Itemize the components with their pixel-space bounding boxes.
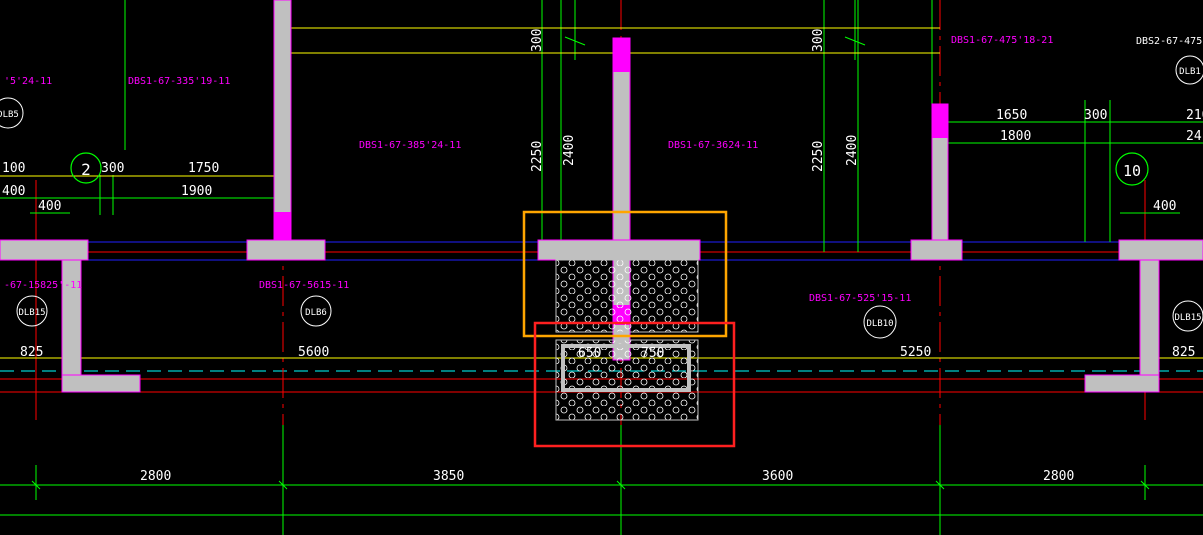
vertical-dimension-texts: 300 300 2250 2400 2250 2400 [530,29,860,172]
beam-label-3: DBS1-67-3624-11 [668,140,758,151]
dim-825-b: 825 [1172,345,1195,360]
wall-col-left [61,259,82,376]
axis-bubble-10[interactable]: 10 [1115,152,1149,186]
dim-400-c: 400 [1153,199,1176,214]
beam-label-5: DBS2-67-475 [1136,36,1202,47]
tag-dlb6: DLB6 [305,308,327,318]
dim-2800-b: 2800 [1043,469,1074,484]
dim-825-a: 825 [20,345,43,360]
tag-dlb1: DLB1 [1179,67,1201,77]
beam-label-2: DBS1-67-385'24-11 [359,140,461,151]
axis-bubble-2-label: 2 [81,160,91,179]
dim-2800-a: 2800 [140,469,171,484]
beam-label-7: DBS1-67-5615-11 [259,280,349,291]
dim-5600: 5600 [298,345,329,360]
beam-label-8: DBS1-67-525'15-11 [809,293,911,304]
red-highlight-box[interactable] [533,321,736,448]
dim-650: 650 [578,346,601,361]
wall-cap-right [1118,239,1203,261]
wall-col-1 [273,0,292,241]
dim-2250-a: 2250 [530,141,545,172]
dim-300-b: 300 [811,29,826,52]
hatched-zone [555,259,699,421]
beam-label-4: DBS1-67-475'18-21 [951,35,1053,46]
tag-dlb5: DLB5 [0,110,19,120]
beam-label-6: -67-15825'-11 [4,280,82,291]
wall-cap-2 [537,239,701,261]
wall-cap-1 [246,239,326,261]
wall-cap-left [0,239,89,261]
dim-1650: 1650 [996,108,1027,123]
tag-dlb10: DLB10 [866,319,893,329]
dim-300-d: 300 [101,161,124,176]
tag-dlb15-right: DLB15 [1174,313,1201,323]
dim-5250: 5250 [900,345,931,360]
beam-labels: '5'24-11 DBS1-67-335'19-11 DBS1-67-385'2… [4,35,1053,304]
dim-2400-b: 2400 [845,135,860,166]
element-tag-circles [0,55,1203,339]
wall-cap-3 [910,239,963,261]
orange-highlight-box[interactable] [522,210,728,338]
dim-3850: 3850 [433,469,464,484]
dim-400-a: 400 [2,184,25,199]
dim-2250-b: 2250 [811,141,826,172]
dim-400-b: 400 [38,199,61,214]
dim-1800: 1800 [1000,129,1031,144]
dim-1750: 1750 [188,161,219,176]
tag-dlb15-left: DLB15 [18,308,45,318]
beam-label-1: DBS1-67-335'19-11 [128,76,230,87]
dim-1900: 1900 [181,184,212,199]
wall-foot-left [61,374,141,393]
dim-750: 750 [641,346,664,361]
wall-foot-right [1084,374,1160,393]
wall-col-right [1139,259,1160,376]
element-tag-texts: DLB5 DLB15 DLB6 DLB10 DLB15 DLB1 [0,67,1202,329]
dim-2400-a: 2400 [562,135,577,166]
dim-300-a: 300 [530,29,545,52]
dim-300-c: 300 [1084,108,1107,123]
dim-24: 24 [1186,129,1202,144]
axis-bubble-2[interactable]: 2 [70,152,102,184]
dim-3600: 3600 [762,469,793,484]
axis-bubble-10-label: 10 [1123,162,1141,180]
dimension-texts: 1650 300 210 1800 24 100 300 1750 400 19… [2,108,1203,484]
dim-210: 210 [1186,108,1203,123]
dim-100: 100 [2,161,25,176]
dimension-ticks [31,36,1150,490]
beam-label-tl: '5'24-11 [4,76,52,87]
